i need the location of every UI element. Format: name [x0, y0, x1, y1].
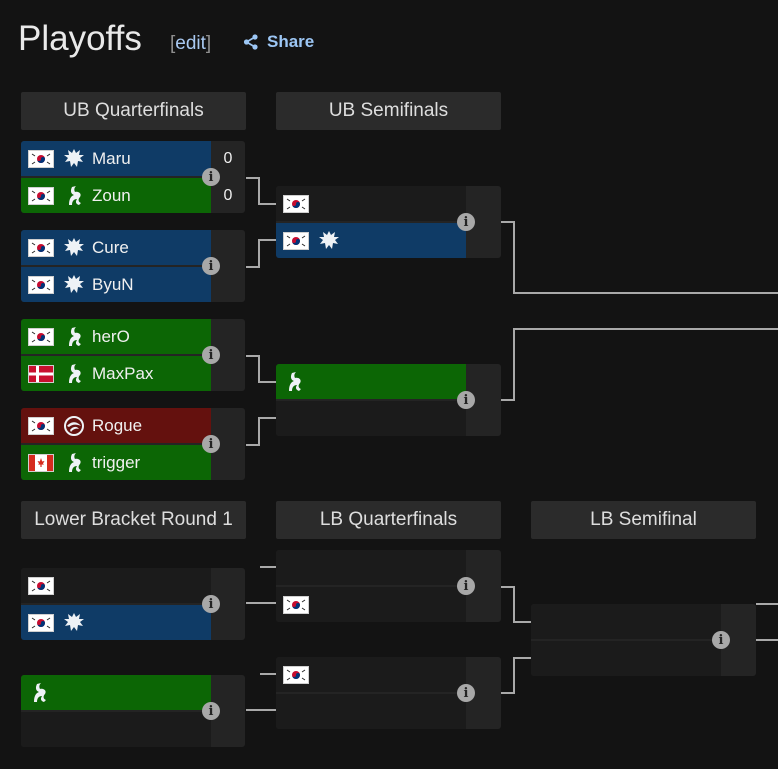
match-ub-quarterfinal-3: herO MaxPax i	[21, 319, 245, 391]
info-icon[interactable]: i	[202, 595, 220, 613]
terran-icon	[62, 236, 86, 260]
player-slot[interactable]: Zoun	[21, 178, 211, 213]
match-lb-round1-1: i	[21, 568, 245, 640]
flag-kr-icon	[28, 416, 54, 435]
round-header-ub-quarterfinals: UB Quarterfinals	[21, 92, 246, 130]
flag-ca-icon	[28, 453, 54, 472]
player-slot[interactable]: Maru	[21, 141, 211, 176]
info-icon[interactable]: i	[202, 168, 220, 186]
player-slot[interactable]: trigger	[21, 445, 211, 480]
flag-kr-icon	[28, 149, 54, 168]
zerg-icon	[62, 451, 86, 475]
info-icon[interactable]: i	[202, 257, 220, 275]
terran-icon	[317, 229, 341, 253]
player-slot[interactable]	[276, 401, 466, 436]
flag-kr-icon	[28, 576, 54, 595]
player-slot[interactable]: Cure	[21, 230, 211, 265]
player-slot[interactable]	[276, 364, 466, 399]
info-icon[interactable]: i	[457, 577, 475, 595]
share-label: Share	[267, 32, 315, 51]
player-slot[interactable]	[276, 587, 466, 622]
player-name: Maru	[92, 148, 131, 168]
info-icon[interactable]: i	[202, 346, 220, 364]
share-icon	[243, 34, 258, 50]
player-slot[interactable]: Rogue	[21, 408, 211, 443]
info-icon[interactable]: i	[457, 213, 475, 231]
flag-kr-icon	[283, 194, 309, 213]
zerg-icon	[62, 362, 86, 386]
match-lb-round1-2: i	[21, 675, 245, 747]
player-slot[interactable]	[276, 657, 466, 692]
match-lb-semifinal: i	[531, 604, 756, 676]
player-slot[interactable]: MaxPax	[21, 356, 211, 391]
match-ub-semifinal-1: i	[276, 186, 501, 258]
zerg-icon	[27, 681, 51, 705]
flag-kr-icon	[28, 327, 54, 346]
player-slot[interactable]	[21, 605, 211, 640]
player-name: MaxPax	[92, 363, 154, 383]
flag-kr-icon	[28, 613, 54, 632]
player-slot[interactable]	[21, 675, 211, 710]
flag-kr-icon	[283, 231, 309, 250]
round-header-lb-semifinal: LB Semifinal	[531, 501, 756, 539]
info-icon[interactable]: i	[457, 391, 475, 409]
terran-icon	[62, 147, 86, 171]
player-name: Rogue	[92, 415, 143, 435]
terran-icon	[62, 273, 86, 297]
protoss-icon	[62, 414, 86, 438]
edit-link[interactable]: [edit]	[170, 33, 212, 54]
match-ub-quarterfinal-1: Maru Zoun 0 0 i	[21, 141, 245, 213]
flag-kr-icon	[283, 665, 309, 684]
player-name: herO	[92, 326, 130, 346]
player-slot[interactable]	[531, 604, 721, 639]
match-lb-quarterfinal-1: i	[276, 550, 501, 622]
page-title: Playoffs	[18, 19, 142, 58]
zerg-icon	[282, 370, 306, 394]
flag-kr-icon	[283, 595, 309, 614]
info-icon[interactable]: i	[202, 435, 220, 453]
flag-dk-icon	[28, 364, 54, 383]
player-slot[interactable]	[276, 694, 466, 729]
match-lb-quarterfinal-2: i	[276, 657, 501, 729]
info-icon[interactable]: i	[457, 684, 475, 702]
zerg-icon	[62, 184, 86, 208]
player-slot[interactable]	[531, 641, 721, 676]
player-name: trigger	[92, 452, 141, 472]
match-ub-quarterfinal-2: Cure ByuN i	[21, 230, 245, 302]
score: 0	[223, 186, 233, 204]
player-slot[interactable]: herO	[21, 319, 211, 354]
info-icon[interactable]: i	[712, 631, 730, 649]
round-header-lower-bracket-round-1: Lower Bracket Round 1	[21, 501, 246, 539]
round-header-lb-quarterfinals: LB Quarterfinals	[276, 501, 501, 539]
share-button[interactable]: Share	[243, 32, 314, 52]
player-slot[interactable]	[21, 568, 211, 603]
player-slot[interactable]	[21, 712, 211, 747]
player-name: Cure	[92, 237, 129, 257]
player-slot[interactable]	[276, 186, 466, 221]
flag-kr-icon	[28, 186, 54, 205]
info-icon[interactable]: i	[202, 702, 220, 720]
match-ub-quarterfinal-4: Rogue trigger i	[21, 408, 245, 480]
player-slot[interactable]	[276, 550, 466, 585]
flag-kr-icon	[28, 275, 54, 294]
zerg-icon	[62, 325, 86, 349]
player-name: Zoun	[92, 185, 131, 205]
score: 0	[223, 149, 233, 167]
edit-link-label[interactable]: edit	[175, 33, 206, 54]
match-ub-semifinal-2: i	[276, 364, 501, 436]
player-name: ByuN	[92, 274, 134, 294]
terran-icon	[62, 611, 86, 635]
flag-kr-icon	[28, 238, 54, 257]
round-header-ub-semifinals: UB Semifinals	[276, 92, 501, 130]
player-slot[interactable]: ByuN	[21, 267, 211, 302]
player-slot[interactable]	[276, 223, 466, 258]
